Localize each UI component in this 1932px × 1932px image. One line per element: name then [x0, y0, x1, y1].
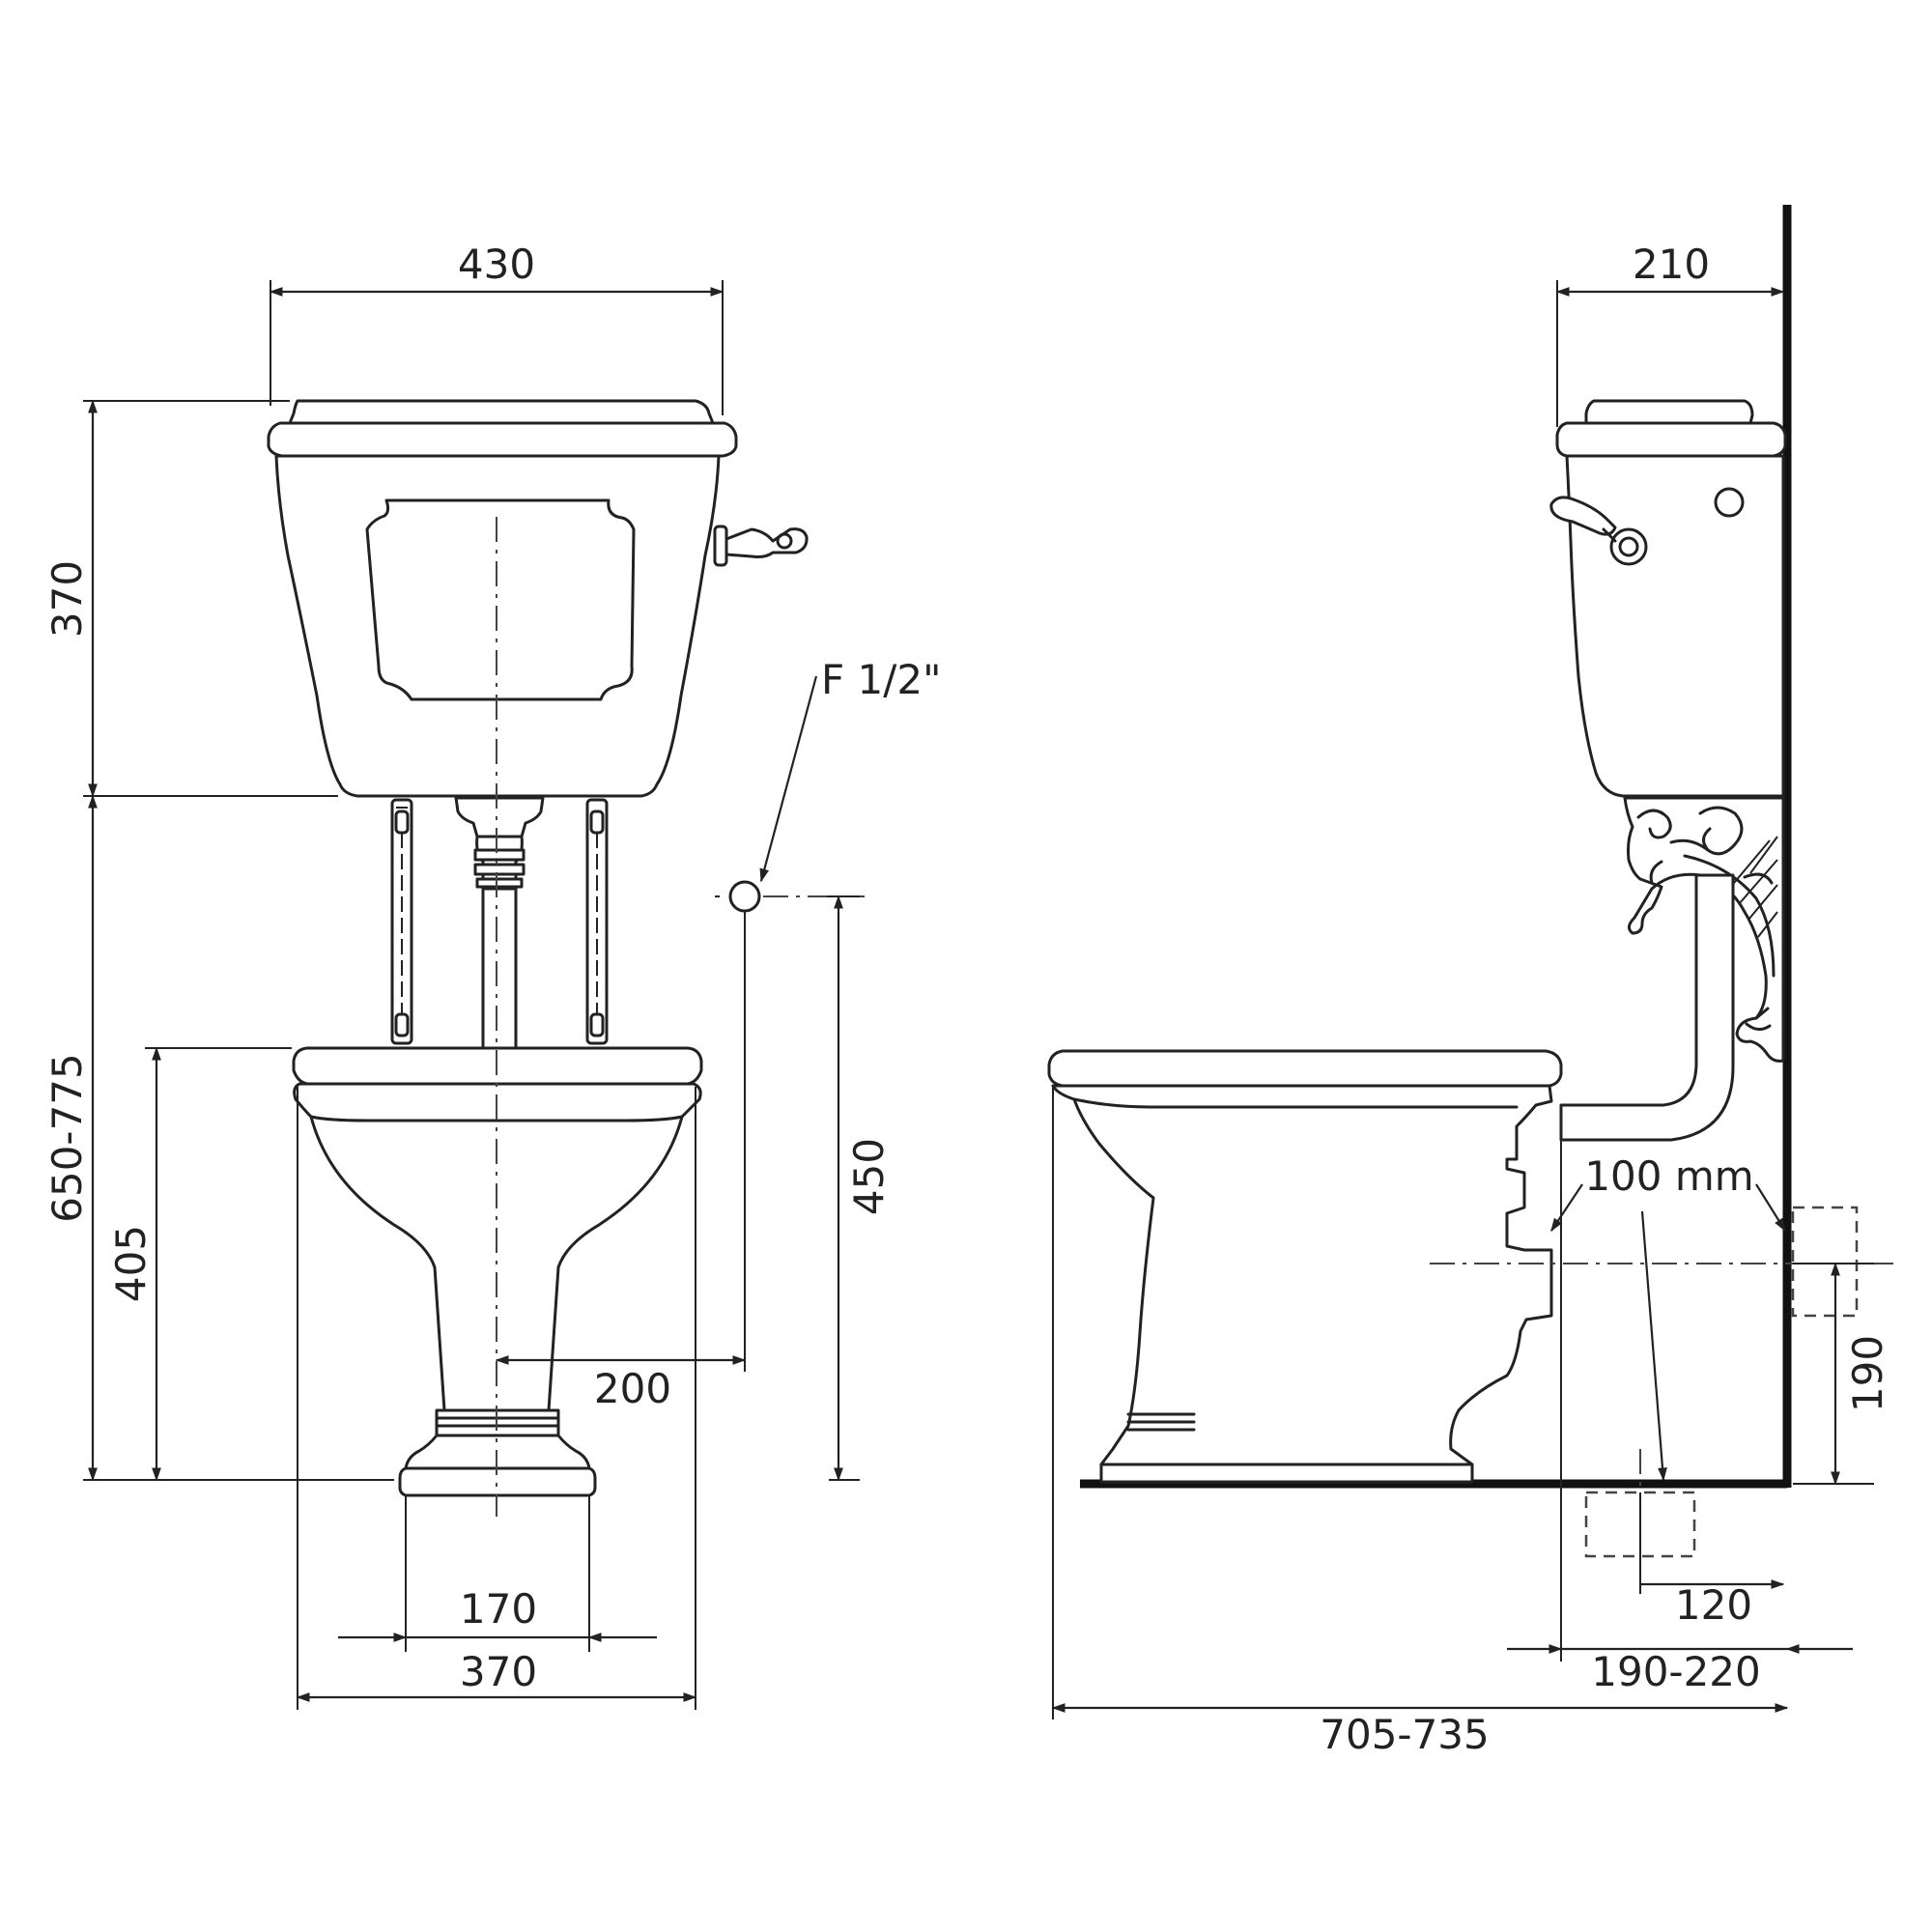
cistern-front	[267, 399, 738, 798]
front-dimension-lines	[88, 287, 843, 1702]
floor-outlet-box	[1584, 1491, 1696, 1558]
front-view: F 1/2"	[43, 241, 941, 1710]
cistern-side	[1555, 399, 1787, 798]
decorative-bracket	[1623, 796, 1785, 1063]
side-view: 100 mm 210 190 120 190-220 705-735	[1047, 205, 1893, 1758]
dim-overall-height: 650-775	[43, 1053, 91, 1223]
dim-inlet-offset: 200	[594, 1365, 671, 1412]
dim-pedestal-width: 170	[460, 1585, 537, 1633]
inlet-label: F 1/2"	[821, 656, 941, 703]
dim-overall-depth: 705-735	[1320, 1711, 1490, 1758]
water-inlet-symbol: F 1/2"	[715, 656, 941, 913]
outlet-diameter-leaders: 100 mm	[1550, 1152, 1786, 1482]
dim-bowl-width: 370	[460, 1648, 537, 1695]
bowl-side	[1047, 1049, 1563, 1484]
dim-inlet-height: 450	[845, 1138, 893, 1215]
flush-pipe-front	[454, 796, 545, 1050]
wall-outlet-box	[1791, 1206, 1859, 1318]
dim-outlet-height: 190	[1844, 1335, 1891, 1412]
dim-bowl-height: 405	[107, 1225, 155, 1302]
overflow-circle	[1714, 487, 1745, 518]
dim-cistern-depth: 210	[1633, 241, 1710, 288]
dim-cistern-width: 430	[458, 241, 535, 288]
dim-outlet-diameter: 100 mm	[1584, 1152, 1753, 1200]
lever-handle-side	[1549, 496, 1648, 566]
lever-handle-front	[713, 525, 809, 567]
side-dimension-lines	[1051, 287, 1853, 1713]
dim-cistern-height: 370	[43, 560, 91, 638]
dim-floor-outlet: 120	[1675, 1581, 1752, 1629]
dim-wall-outlet: 190-220	[1591, 1648, 1761, 1695]
side-extension-lines	[1052, 280, 1874, 1719]
support-bracket-left	[390, 798, 413, 1045]
support-bracket-right	[585, 798, 609, 1045]
flush-pipe-side	[1559, 873, 1735, 1142]
front-extension-lines	[83, 280, 860, 1710]
